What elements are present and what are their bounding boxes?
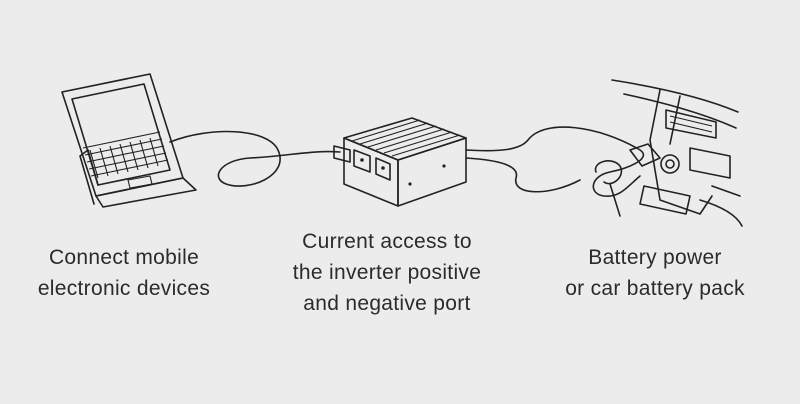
caption-car-line-2: or car battery pack <box>565 277 745 300</box>
caption-car: Battery power or car battery pack <box>540 242 770 304</box>
laptop-cable <box>169 130 341 187</box>
caption-inverter: Current access to the inverter positive … <box>262 226 512 319</box>
caption-inverter-line-1: Current access to <box>302 230 472 253</box>
caption-laptop-line-2: electronic devices <box>37 277 211 300</box>
car-dashboard-illustration <box>594 79 743 227</box>
caption-inverter-line-3: and negative port <box>303 292 471 315</box>
laptop-illustration <box>61 73 197 208</box>
caption-laptop: Connect mobile electronic devices <box>14 242 234 304</box>
caption-inverter-line-2: the inverter positive <box>292 261 482 284</box>
keyboard-keys <box>82 131 169 189</box>
car-cable <box>465 126 644 197</box>
caption-car-line-1: Battery power <box>588 246 722 269</box>
caption-laptop-line-1: Connect mobile <box>48 246 200 269</box>
inverter-illustration <box>333 117 467 207</box>
